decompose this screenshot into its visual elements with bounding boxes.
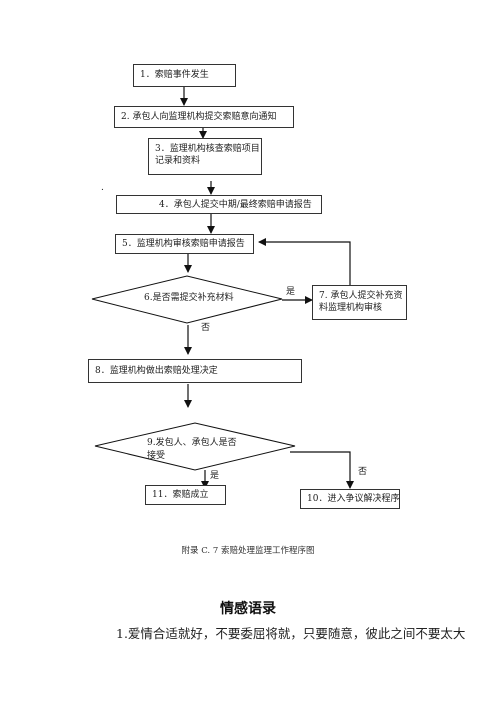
decision-9-text-line1: 9.发包人、承包人是否 <box>147 438 237 448</box>
stray-mark: . <box>101 183 104 193</box>
section-first-line: 1.爱情合适就好，不要委屈将就，只要随意，彼此之间不要太大 <box>116 626 466 641</box>
step-10-text: 10．进入争议解决程序 <box>307 494 400 504</box>
step-11-text: 11．索赔成立 <box>152 490 209 500</box>
decision-6-shape <box>91 275 283 324</box>
step-2-box: 2. 承包人向监理机构提交索赔意向通知 <box>114 106 294 128</box>
section-heading: 情感语录 <box>220 601 276 617</box>
step-5-text: 5．监理机构审核索赔申请报告 <box>122 239 245 249</box>
step-10-box: 10．进入争议解决程序 <box>300 489 400 509</box>
decision-9-yes-label: 是 <box>210 471 220 481</box>
decision-9-no-label: 否 <box>358 467 368 477</box>
step-7-text-line1: 7. 承包人提交补充资 <box>319 291 403 301</box>
step-1-text: 1．索赔事件发生 <box>140 70 209 80</box>
step-8-text: 8．监理机构做出索赔处理决定 <box>95 366 218 376</box>
decision-9-shape <box>94 422 296 471</box>
step-7-box: 7. 承包人提交补充资 料监理机构审核 <box>312 285 407 320</box>
arrow-7-to-5 <box>258 238 351 285</box>
decision-6-no-label: 否 <box>201 323 211 333</box>
figure-caption: 附录 C. 7 索赔处理监理工作程序图 <box>181 546 315 556</box>
step-11-box: 11．索赔成立 <box>145 485 226 505</box>
decision-6-text: 6.是否需提交补充材料 <box>144 293 234 303</box>
decision-9-text-line2: 接受 <box>147 451 166 461</box>
step-3-text-line2: 记录和资料 <box>155 156 201 166</box>
decision-9-text: 9.发包人、承包人是否 接受 <box>147 437 237 463</box>
step-2-text: 2. 承包人向监理机构提交索赔意向通知 <box>121 112 277 122</box>
step-1-box: 1．索赔事件发生 <box>133 64 236 87</box>
step-7-text-line2: 料监理机构审核 <box>319 303 383 313</box>
step-4-text: 4．承包人提交中期/最终索赔申请报告 <box>159 200 312 210</box>
arrow-9-to-10 <box>290 451 354 489</box>
step-5-box: 5．监理机构审核索赔申请报告 <box>115 234 254 254</box>
decision-6-yes-label: 是 <box>286 287 296 297</box>
step-3-box: 3．监理机构核查索赔项目 记录和资料 <box>148 138 262 175</box>
step-8-box: 8．监理机构做出索赔处理决定 <box>88 359 302 383</box>
step-4-box: 4．承包人提交中期/最终索赔申请报告 <box>116 195 322 214</box>
step-3-text-line1: 3．监理机构核查索赔项目 <box>155 144 260 154</box>
